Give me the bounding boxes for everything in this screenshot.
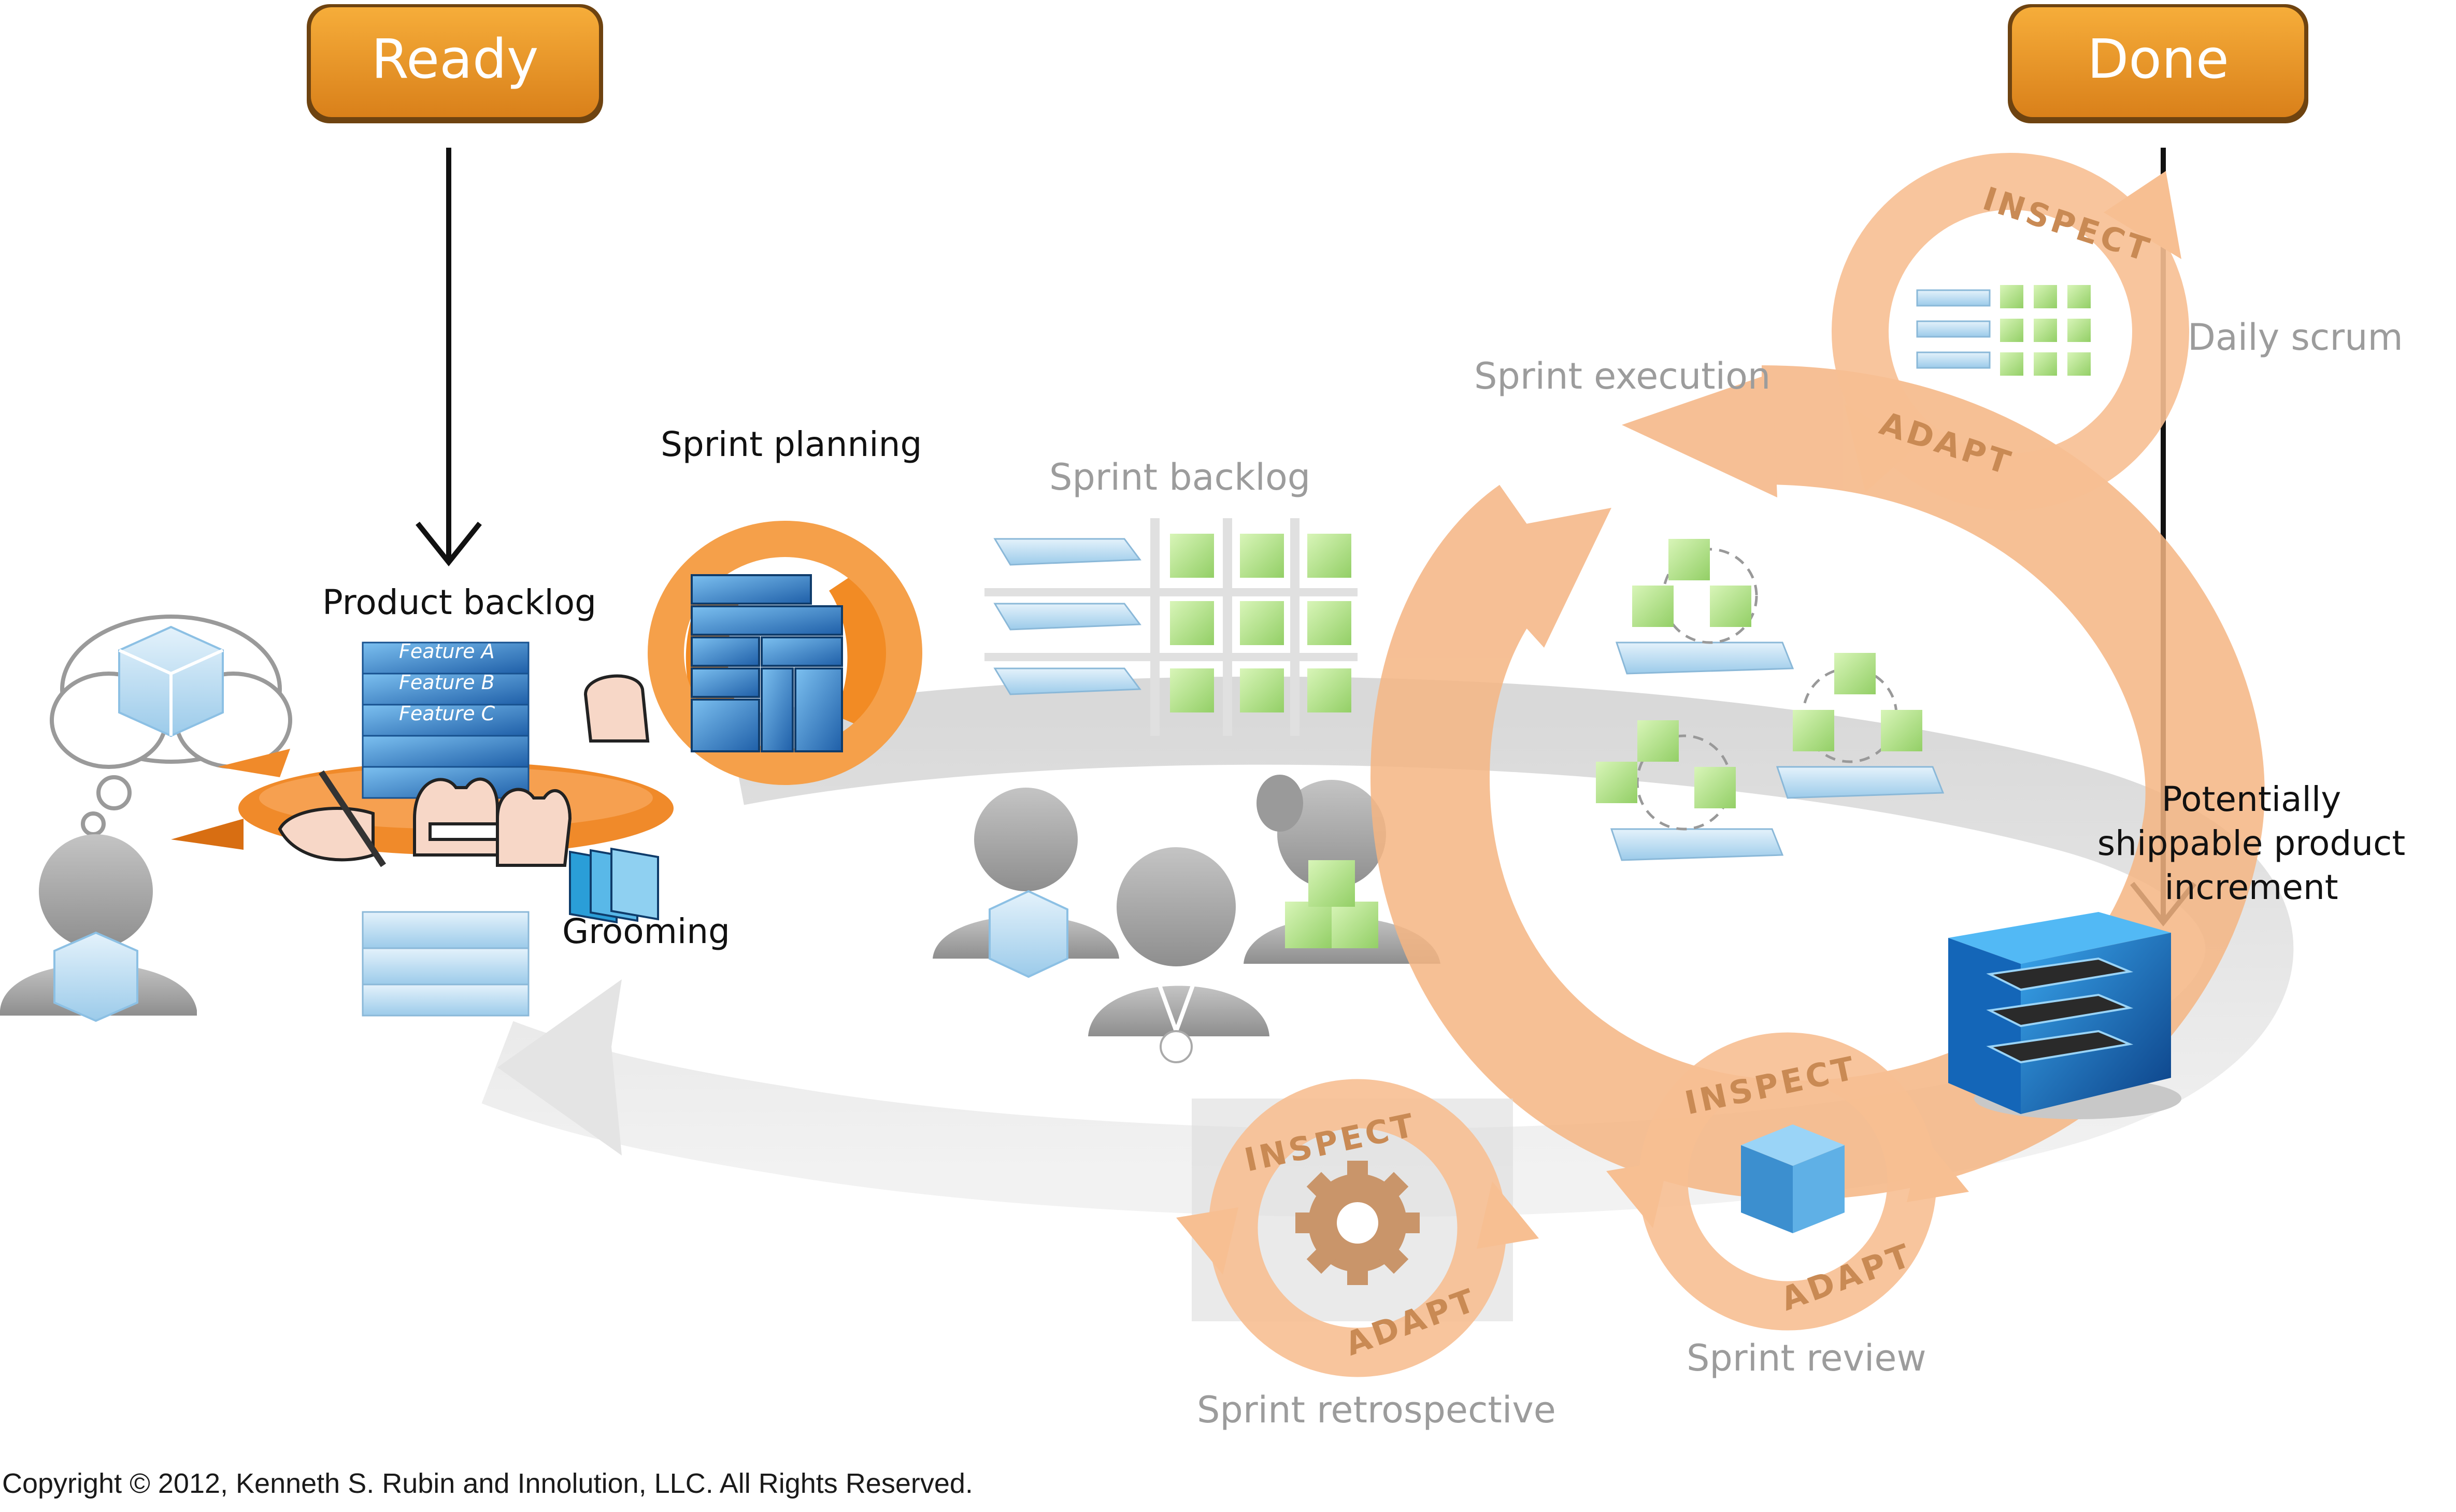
sprint-backlog-tasks [1170,534,1351,712]
ready-arrow [416,148,482,567]
sprint-retrospective-label: Sprint retrospective [1197,1389,1556,1431]
done-tag: Done [2008,4,2308,123]
idea-cube [118,625,224,737]
copyright-notice: Copyright © 2012, Kenneth S. Rubin and I… [2,1468,973,1499]
done-label: Done [2087,27,2229,91]
scrum-team [933,775,1440,1063]
grooming-hands-icon [278,674,650,867]
sprint-backlog-items [993,538,1141,695]
story-cards-icon [569,847,659,924]
sprint-planning-blocks [691,574,843,752]
sprint-planning-icon [648,521,922,785]
daily-scrum-loop: INSPECT ADAPT [1832,153,2189,510]
ready-label: Ready [372,27,539,91]
sprint-backlog-label: Sprint backlog [1049,456,1310,498]
increment-cube-icon [1948,912,2181,1119]
ready-tag: Ready [307,4,603,123]
sprint-retrospective-loop: INSPECT ADAPT [1176,1079,1539,1377]
sprint-review-increment [1741,1124,1845,1233]
product-backlog-label: Product backlog [322,582,596,622]
sprint-planning-label: Sprint planning [661,424,922,464]
sprint-review-label: Sprint review [1687,1337,1926,1379]
backlog-item-feature-a: Feature A [399,640,495,663]
grooming-label: Grooming [562,911,730,951]
stakeholder-figure [0,615,292,1022]
daily-scrum-label: Daily scrum [2188,316,2403,359]
increment-label-line2: shippable product [2097,823,2405,863]
sprint-backlog-grid [984,518,1358,736]
daily-scrum-board [1916,285,2091,376]
increment-label-line3: increment [2164,867,2338,907]
scrum-master-figure [1088,847,1269,1063]
sprint-execution-label: Sprint execution [1474,355,1770,397]
backlog-item-feature-c: Feature C [399,702,495,725]
backlog-item-feature-b: Feature B [399,671,495,694]
increment-layers [1986,957,2134,1064]
gear-icon [1295,1161,1420,1285]
team-member-left [933,788,1119,978]
sprint-execution-work [1596,539,1945,861]
product-backlog-stack: Feature A Feature B Feature C [171,640,674,1017]
team-member-right [1244,775,1440,964]
increment-label-line1: Potentially [2162,779,2341,819]
stakeholder-person [0,834,197,1022]
